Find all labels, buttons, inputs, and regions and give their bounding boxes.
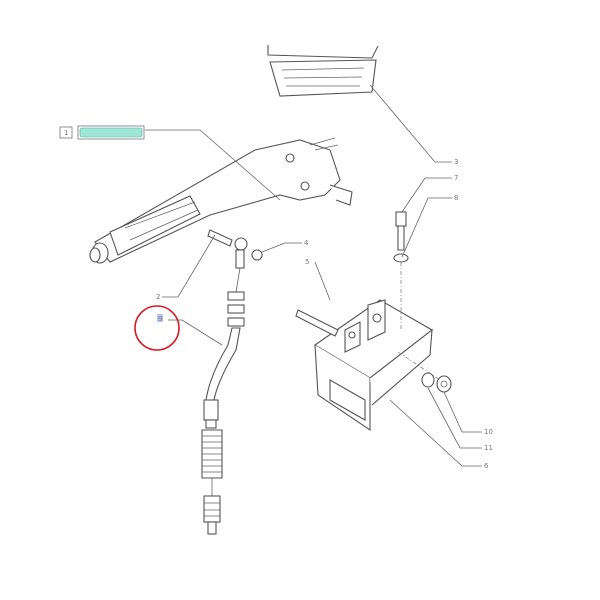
ref-box <box>59 126 73 139</box>
callout-3: 3 <box>454 158 458 166</box>
callout-7: 7 <box>454 174 458 182</box>
callout-10: 10 <box>484 428 493 436</box>
gaiter-boot <box>267 45 379 97</box>
callout-4: 4 <box>304 239 309 247</box>
part-number-highlight[interactable] <box>79 127 143 138</box>
callout-5: 5 <box>305 258 309 266</box>
callout-8: 8 <box>454 194 458 202</box>
leader-lines <box>145 84 482 467</box>
callout-9[interactable]: 9 <box>158 315 162 323</box>
callout-2: 2 <box>156 293 160 301</box>
fasteners <box>295 211 452 393</box>
handbrake-lever <box>89 137 353 264</box>
ref-box-label: 1 <box>64 129 68 137</box>
bracket <box>313 299 433 432</box>
clevis-and-cable <box>201 229 263 535</box>
callout-9-highlight <box>157 314 163 322</box>
callout-6: 6 <box>484 462 489 470</box>
red-callout-circle <box>134 305 180 351</box>
callout-11: 11 <box>484 444 493 452</box>
